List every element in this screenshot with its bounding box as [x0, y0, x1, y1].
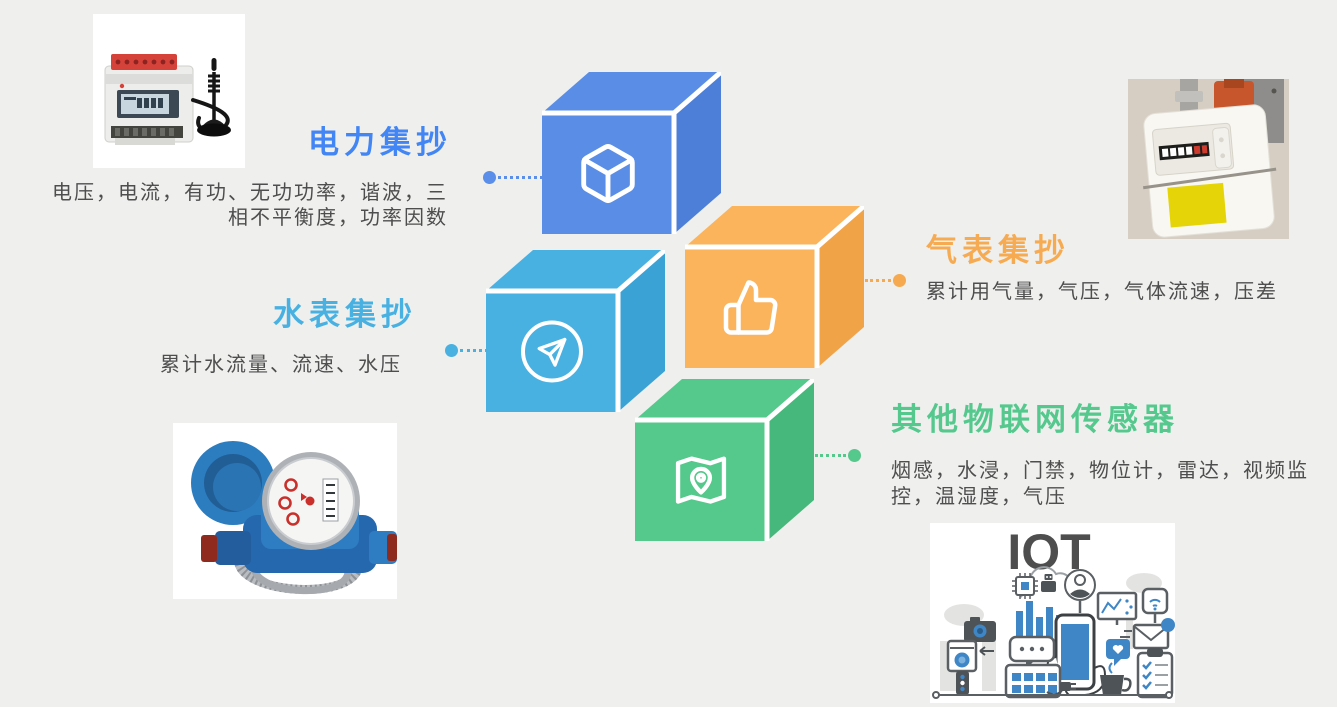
water-connector-line [445, 344, 490, 357]
other-section-title: 其他物联网传感器 [891, 402, 1179, 437]
traffic-light-icon [956, 671, 969, 695]
thumbs-up-icon [723, 280, 778, 335]
power-connector-dot [483, 171, 496, 184]
map-pin-icon [675, 456, 727, 504]
monitor-icon [1096, 591, 1138, 625]
water-section-title: 水表集抄 [273, 297, 417, 332]
washing-machine-icon [946, 639, 978, 673]
power-section-description: 电压，电流，有功、无功功率，谐波，三相不平衡度，功率因数 [52, 182, 448, 229]
ground-line [932, 691, 1173, 699]
camera-icon [964, 617, 996, 642]
other-section-description: 烟感，水浸，门禁，物位计，雷达，视频监控，温湿度，气压 [891, 460, 1309, 508]
other-connector-dashes [815, 454, 846, 457]
water-cube [486, 248, 667, 412]
water-connector-dot [445, 344, 458, 357]
gas-meter-photo [1128, 79, 1289, 239]
clipboard-icon [1136, 648, 1174, 699]
gas-section-description: 累计用气量，气压，气体流速，压差 [926, 281, 1278, 303]
power-connector-dashes [498, 176, 543, 179]
gas-connector-line [863, 274, 906, 287]
coffee-cup-icon [1100, 662, 1132, 695]
gas-connector-dashes [865, 279, 891, 282]
iot-illustration: IOT [930, 523, 1175, 703]
other-connector-line [813, 449, 861, 462]
avatar [1064, 569, 1096, 613]
email-icon [1120, 618, 1175, 650]
chip-icon [1012, 573, 1038, 599]
gas-cube [685, 204, 866, 368]
wifi-icon [1141, 587, 1169, 623]
arrow-icon [979, 646, 994, 656]
chat-bubble-icon [1008, 635, 1056, 669]
water-meter-photo [173, 423, 397, 599]
water-connector-dashes [460, 349, 488, 352]
paper-plane-icon [521, 320, 583, 383]
power-connector-line [483, 171, 545, 184]
wireless-energy-meter-photo [93, 14, 245, 168]
heart-bubble-icon [1106, 639, 1130, 666]
gas-section-title: 气表集抄 [926, 233, 1070, 268]
gas-connector-dot [893, 274, 906, 287]
other-connector-dot [848, 449, 861, 462]
power-section-title: 电力集抄 [308, 125, 452, 160]
robot-icon [1041, 574, 1056, 592]
box-icon [581, 144, 635, 204]
power-cube [542, 70, 723, 234]
calendar-icon [1004, 663, 1062, 699]
other-sensors-cube [635, 377, 816, 541]
water-section-description: 累计水流量、流速、水压 [160, 354, 402, 376]
